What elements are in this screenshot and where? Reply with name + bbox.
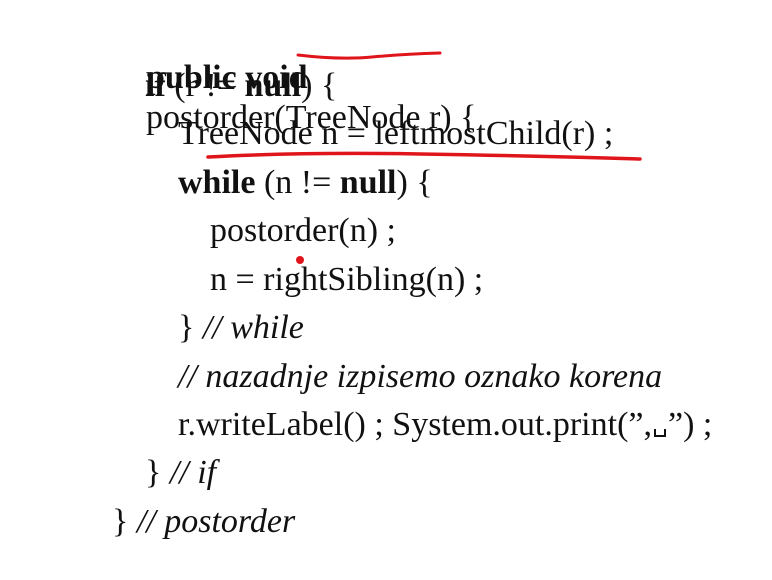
if-condition-start: (r !=	[165, 67, 245, 104]
code-line-while: while (n != null) {	[178, 163, 433, 203]
keyword-public-void: public void	[146, 59, 308, 96]
visible-space-icon	[654, 429, 666, 437]
keyword-null: null	[244, 67, 302, 104]
code-line-if: if (r != null) {	[145, 66, 337, 106]
statement-print-end: ”) ;	[668, 406, 713, 443]
closing-brace-while: }	[178, 309, 195, 346]
code-line-comment: // nazadnje izpisemo oznako korena	[178, 357, 662, 397]
if-condition-end: ) {	[301, 67, 338, 104]
code-line-end-if: } // if	[145, 453, 216, 493]
method-params: (TreeNode r) {	[274, 99, 477, 136]
statement-leftmost-child: TreeNode n = leftmostChild(r) ;	[178, 115, 614, 152]
while-condition-start: (n !=	[255, 164, 340, 201]
comment-if: // if	[161, 454, 217, 491]
statement-write-label: r.writeLabel() ; System.out.print(”,	[178, 406, 652, 443]
keyword-if: if	[145, 67, 166, 104]
code-line-method-signature: public void postorder(TreeNode r) {	[112, 18, 476, 136]
while-condition-end: ) {	[396, 164, 433, 201]
closing-brace-method: }	[112, 503, 129, 540]
keyword-while: while	[178, 164, 256, 201]
code-line-end-while: } // while	[178, 308, 304, 348]
code-line-recursive-call: postorder(n) ;	[210, 211, 396, 251]
code-line-leftmost-child: TreeNode n = leftmostChild(r) ;	[178, 114, 613, 154]
comment-postorder: // postorder	[128, 503, 296, 540]
code-line-end-method: } // postorder	[112, 502, 295, 542]
red-underline-leftmost-child	[206, 151, 642, 161]
comment-while: // while	[194, 309, 304, 346]
method-name-postorder: postorder	[146, 99, 275, 136]
statement-right-sibling: n = rightSibling(n) ;	[210, 261, 484, 298]
code-line-right-sibling: n = rightSibling(n) ;	[210, 260, 483, 300]
statement-postorder-call: postorder(n) ;	[210, 212, 397, 249]
code-line-write-label: r.writeLabel() ; System.out.print(”, ”) ;	[178, 405, 712, 445]
comment-print-root-label: // nazadnje izpisemo oznako korena	[178, 358, 663, 395]
keyword-null: null	[339, 164, 397, 201]
closing-brace-if: }	[145, 454, 162, 491]
